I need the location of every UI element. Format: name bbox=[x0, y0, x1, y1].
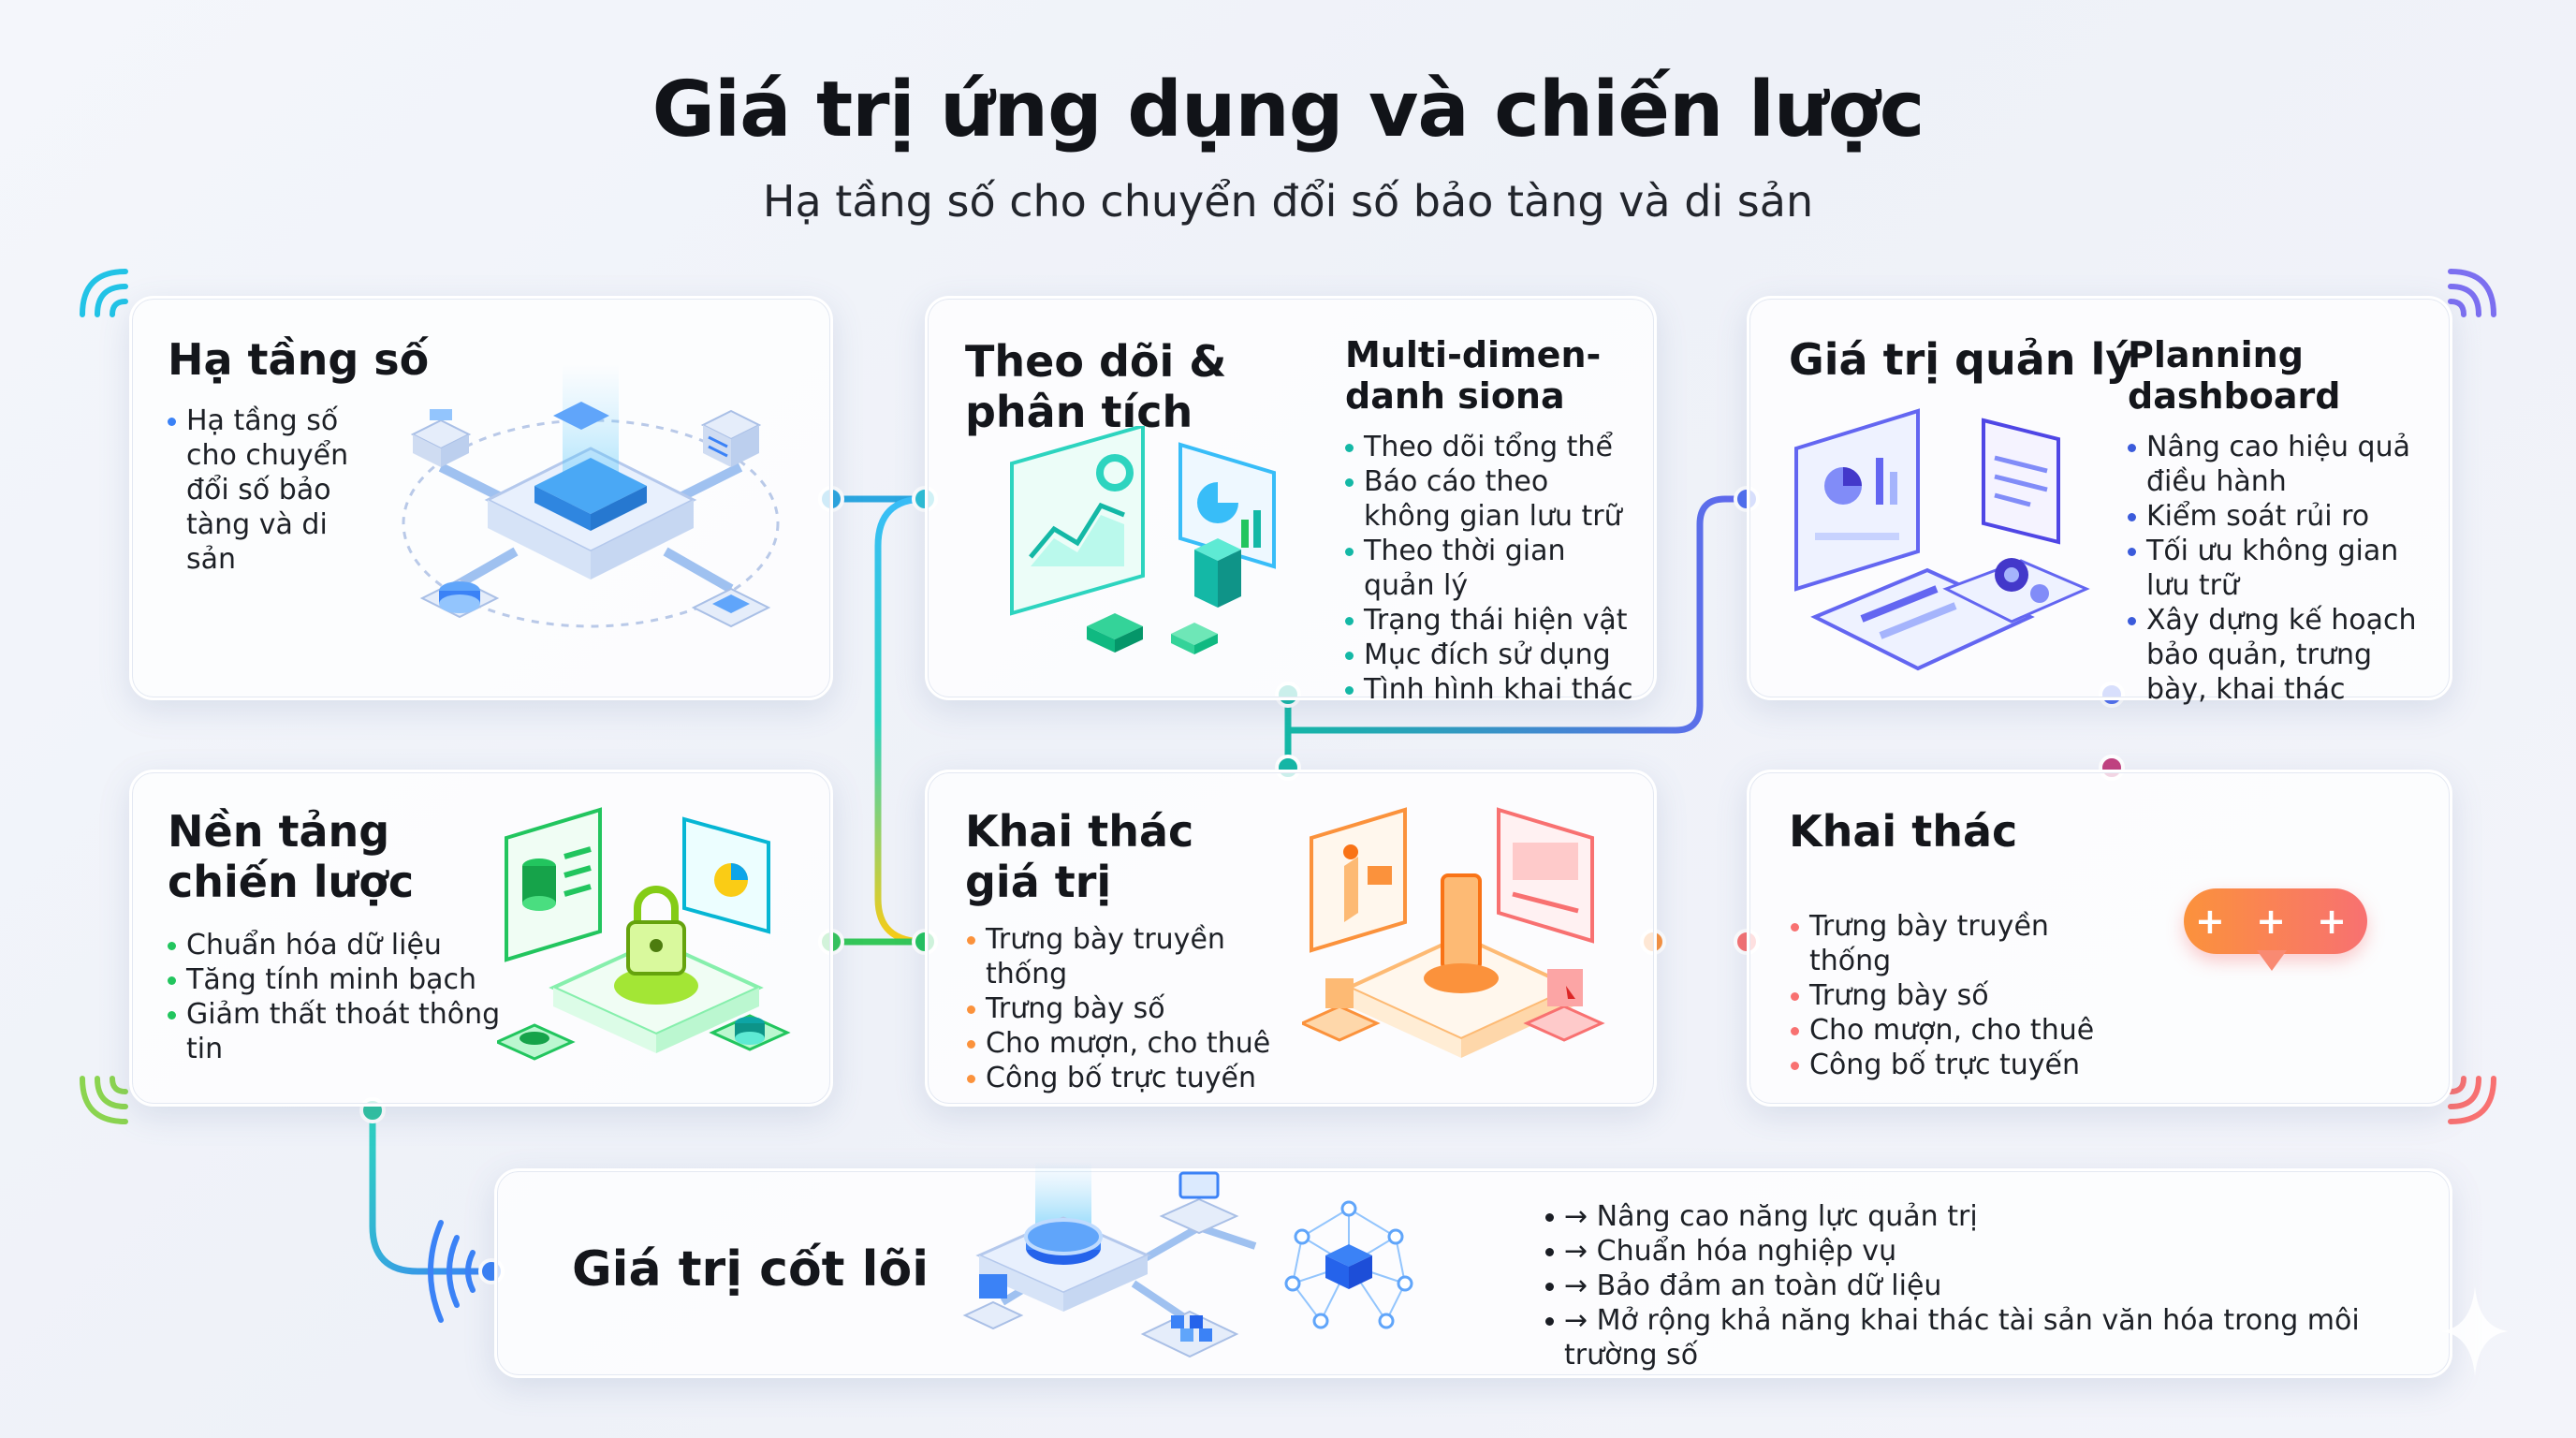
list-item: Công bố trực tuyến bbox=[965, 1061, 1302, 1095]
card-title: Hạ tầng số bbox=[168, 334, 430, 385]
card-title: Giá trị cốt lõi bbox=[572, 1241, 929, 1298]
list-item: Giảm thất thoát thông tin bbox=[166, 997, 503, 1066]
list-item: → Chuẩn hóa nghiệp vụ bbox=[1544, 1234, 2442, 1269]
server-stack-icon bbox=[402, 364, 780, 628]
list-item: Công bố trực tuyến bbox=[1789, 1048, 2126, 1082]
card-nen-tang-chien-luoc: Nền tảng chiến lược Chuẩn hóa dữ liệu Tă… bbox=[129, 770, 833, 1107]
card-gia-tri-cot-loi: Giá trị cốt lõi → Nâng cao năng lực quản… bbox=[494, 1162, 2452, 1378]
bullet-list: Nâng cao hiệu quả điều hành Kiểm soát rủ… bbox=[2126, 430, 2435, 707]
planning-dashboard-icon bbox=[1794, 408, 2090, 671]
wifi-signal-icon bbox=[80, 269, 2496, 1124]
card-title: Khai thác giá trị bbox=[965, 806, 1193, 907]
list-item: Xây dựng kế hoạch bảo quản, trưng bày, k… bbox=[2126, 603, 2435, 707]
bullet-list: Theo dõi tổng thể Báo cáo theo không gia… bbox=[1343, 430, 1643, 707]
list-item: Cho mượn, cho thuê bbox=[1789, 1013, 2126, 1048]
card-gia-tri-quan-ly: Giá trị quản lý Planning dashboard Nâng … bbox=[1747, 296, 2452, 706]
card-ha-tang-so: Hạ tầng số Hạ tầng số cho chuyển đổi số … bbox=[129, 296, 833, 700]
list-item: Trưng bày truyền thống bbox=[965, 922, 1302, 991]
side-title-line1: Multi-dimen- bbox=[1345, 334, 1602, 375]
side-title-line1: Planning bbox=[2128, 334, 2304, 375]
list-item: → Nâng cao năng lực quản trị bbox=[1544, 1199, 2442, 1234]
exhibition-icon bbox=[1302, 807, 1605, 1058]
list-item: Tăng tính minh bạch bbox=[166, 962, 503, 997]
list-item: Mục đích sử dụng bbox=[1343, 638, 1643, 672]
card-khai-thac: Khai thác Trưng bày truyền thống Trưng b… bbox=[1747, 770, 2452, 1107]
list-item: Báo cáo theo không gian lưu trữ bbox=[1343, 464, 1643, 534]
list-item: → Bảo đảm an toàn dữ liệu bbox=[1544, 1269, 2442, 1303]
card-title: Khai thác bbox=[1789, 806, 2018, 857]
list-item: Tình hình khai thác bbox=[1343, 672, 1643, 707]
bubble-text: + + + bbox=[2195, 901, 2356, 942]
page-subtitle: Hạ tầng số cho chuyển đổi số bảo tàng và… bbox=[762, 176, 1814, 227]
side-title-line2: danh siona bbox=[1345, 375, 1565, 417]
lock-data-icon bbox=[497, 807, 791, 1061]
bullet-list: Chuẩn hóa dữ liệu Tăng tính minh bạch Gi… bbox=[166, 928, 503, 1066]
list-item: Kiểm soát rủi ro bbox=[2126, 499, 2435, 534]
card-title: Theo dõi & phân tích bbox=[965, 336, 1226, 437]
card-title: Giá trị quản lý bbox=[1789, 334, 2134, 385]
card-title: Nền tảng chiến lược bbox=[168, 806, 414, 907]
card-khai-thac-gia-tri: Khai thác giá trị Trưng bày truyền thống… bbox=[925, 770, 1657, 1107]
card-title-line1: Theo dõi & bbox=[965, 336, 1227, 387]
sparkle-icon bbox=[2441, 1286, 2509, 1376]
bullet-list: → Nâng cao năng lực quản trị → Chuẩn hóa… bbox=[1544, 1199, 2442, 1372]
card-title-line2: giá trị bbox=[965, 857, 1112, 907]
bullet-list: Hạ tầng số cho chuyển đổi số bảo tàng và… bbox=[166, 404, 381, 577]
list-item: Theo dõi tổng thể bbox=[1343, 430, 1643, 464]
list-item: Trưng bày số bbox=[965, 991, 1302, 1026]
list-item: Trưng bày truyền thống bbox=[1789, 909, 2126, 978]
list-item: Hạ tầng số cho chuyển đổi số bảo tàng và… bbox=[166, 404, 381, 577]
list-item: Trưng bày số bbox=[1789, 978, 2126, 1013]
bullet-list: Trưng bày truyền thống Trưng bày số Cho … bbox=[965, 922, 1302, 1095]
card-theo-doi-phan-tich: Theo dõi & phân tích Multi-dimen- danh s… bbox=[925, 296, 1657, 706]
card-title-line2: chiến lược bbox=[168, 857, 415, 907]
list-item: → Mở rộng khả năng khai thác tài sản văn… bbox=[1544, 1303, 2442, 1372]
analytics-dashboard-icon bbox=[1010, 426, 1276, 654]
list-item: Tối ưu không gian lưu trữ bbox=[2126, 534, 2435, 603]
list-item: Cho mượn, cho thuê bbox=[965, 1026, 1302, 1061]
bubble-tail bbox=[2257, 950, 2287, 971]
chat-bubble-icon: + + + bbox=[2184, 888, 2367, 954]
card-side-title: Multi-dimen- danh siona bbox=[1345, 334, 1601, 417]
list-item: Chuẩn hóa dữ liệu bbox=[166, 928, 503, 962]
card-title-line1: Khai thác bbox=[965, 806, 1194, 857]
card-title-line2: phân tích bbox=[965, 387, 1193, 437]
list-item: Theo thời gian quản lý bbox=[1343, 534, 1643, 603]
network-core-icon bbox=[962, 1162, 1413, 1358]
page-title: Giá trị ứng dụng và chiến lược bbox=[651, 66, 1925, 154]
list-item: Trạng thái hiện vật bbox=[1343, 603, 1643, 638]
card-title-line1: Nền tảng bbox=[168, 806, 390, 857]
bullet-list: Trưng bày truyền thống Trưng bày số Cho … bbox=[1789, 909, 2126, 1082]
side-title-line2: dashboard bbox=[2128, 375, 2341, 417]
list-item: Nâng cao hiệu quả điều hành bbox=[2126, 430, 2435, 499]
card-side-title: Planning dashboard bbox=[2128, 334, 2340, 417]
